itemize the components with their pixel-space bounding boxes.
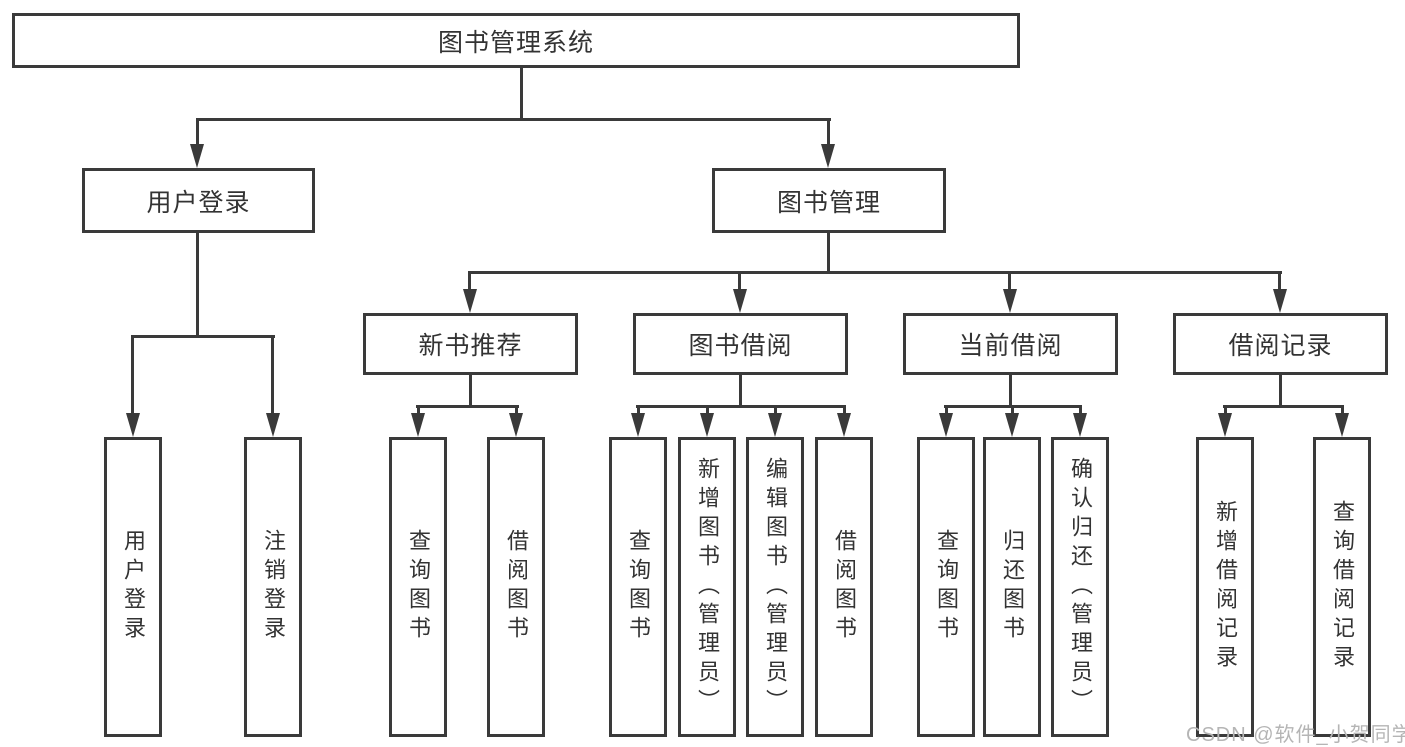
arrow-book-borrowing	[733, 289, 747, 313]
connector-book-management-trunk	[827, 233, 830, 273]
connector-borrowing-trunk	[739, 375, 742, 407]
node-book-borrowing: 图书借阅	[633, 313, 848, 375]
node-book-management: 图书管理	[712, 168, 946, 233]
arrow-new-book-recommend	[463, 289, 477, 313]
leaf-user-login: 用户登录	[104, 437, 162, 737]
leaf-records-query-record: 查询借阅记录	[1313, 437, 1371, 737]
node-borrowing-records: 借阅记录	[1173, 313, 1388, 375]
connector-drop-borrowing-query	[637, 407, 640, 415]
connector-drop-new-book-recommend	[468, 274, 471, 291]
connector-user-login-trunk	[196, 233, 199, 337]
connector-records-trunk	[1279, 375, 1282, 407]
leaf-borrowing-borrow-book: 借阅图书	[815, 437, 873, 737]
arrow-logout-leaf	[266, 413, 280, 437]
arrow-current-return	[1005, 413, 1019, 437]
arrow-current-confirm	[1073, 413, 1087, 437]
connector-drop-records-query	[1341, 407, 1344, 415]
arrow-borrowing-borrow	[837, 413, 851, 437]
csdn-watermark: CSDN @软件_小贺同学	[1186, 724, 1405, 746]
connector-borrowing-bar	[636, 405, 846, 408]
connector-root-trunk	[520, 68, 523, 120]
arrow-user-login	[190, 144, 204, 168]
arrow-current-borrowing	[1003, 289, 1017, 313]
leaf-borrowing-add-book-admin: 新增图书（管理员）	[678, 437, 736, 737]
arrow-borrowing-records	[1273, 289, 1287, 313]
connector-drop-borrowing-add	[706, 407, 709, 415]
connector-drop-borrowing-records	[1278, 274, 1281, 291]
connector-drop-recommend-query	[417, 407, 420, 415]
leaf-recommend-query-book: 查询图书	[389, 437, 447, 737]
connector-drop-borrowing-edit	[774, 407, 777, 415]
connector-drop-recommend-borrow	[515, 407, 518, 415]
arrow-recommend-query	[411, 413, 425, 437]
node-user-login: 用户登录	[82, 168, 315, 233]
leaf-borrowing-edit-book-admin: 编辑图书（管理员）	[746, 437, 804, 737]
leaf-recommend-borrow-book: 借阅图书	[487, 437, 545, 737]
arrow-borrowing-query	[631, 413, 645, 437]
connector-drop-book-borrowing	[738, 274, 741, 291]
connector-drop-records-add	[1224, 407, 1227, 415]
connector-drop-current-query	[945, 407, 948, 415]
connector-records-bar	[1223, 405, 1344, 408]
arrow-book-management	[821, 144, 835, 168]
connector-drop-user-login	[196, 120, 199, 146]
connector-drop-borrowing-borrow	[843, 407, 846, 415]
connector-drop-current-borrowing	[1008, 274, 1011, 291]
node-current-borrowing: 当前借阅	[903, 313, 1118, 375]
arrow-borrowing-add	[700, 413, 714, 437]
connector-drop-current-confirm	[1079, 407, 1082, 415]
leaf-borrowing-query-book: 查询图书	[609, 437, 667, 737]
arrow-user-login-leaf	[126, 413, 140, 437]
leaf-current-query-book: 查询图书	[917, 437, 975, 737]
arrow-recommend-borrow	[509, 413, 523, 437]
connector-drop-user-login-leaf	[131, 338, 134, 415]
leaf-current-return-book: 归还图书	[983, 437, 1041, 737]
connector-recommend-trunk	[469, 375, 472, 407]
node-new-book-recommend: 新书推荐	[363, 313, 578, 375]
leaf-logout: 注销登录	[244, 437, 302, 737]
connector-current-bar	[944, 405, 1082, 408]
arrow-records-add	[1218, 413, 1232, 437]
arrow-current-query	[939, 413, 953, 437]
node-root: 图书管理系统	[12, 13, 1020, 68]
leaf-records-add-record: 新增借阅记录	[1196, 437, 1254, 737]
connector-user-login-bar	[131, 335, 275, 338]
connector-level3-bar	[468, 271, 1282, 274]
connector-recommend-bar	[416, 405, 519, 408]
connector-drop-current-return	[1011, 407, 1014, 415]
arrow-records-query	[1335, 413, 1349, 437]
connector-drop-book-management	[827, 120, 830, 146]
arrow-borrowing-edit	[768, 413, 782, 437]
connector-level2-bar	[196, 118, 831, 121]
connector-drop-logout-leaf	[271, 338, 274, 415]
connector-current-trunk	[1009, 375, 1012, 407]
leaf-current-confirm-return-admin: 确认归还（管理员）	[1051, 437, 1109, 737]
